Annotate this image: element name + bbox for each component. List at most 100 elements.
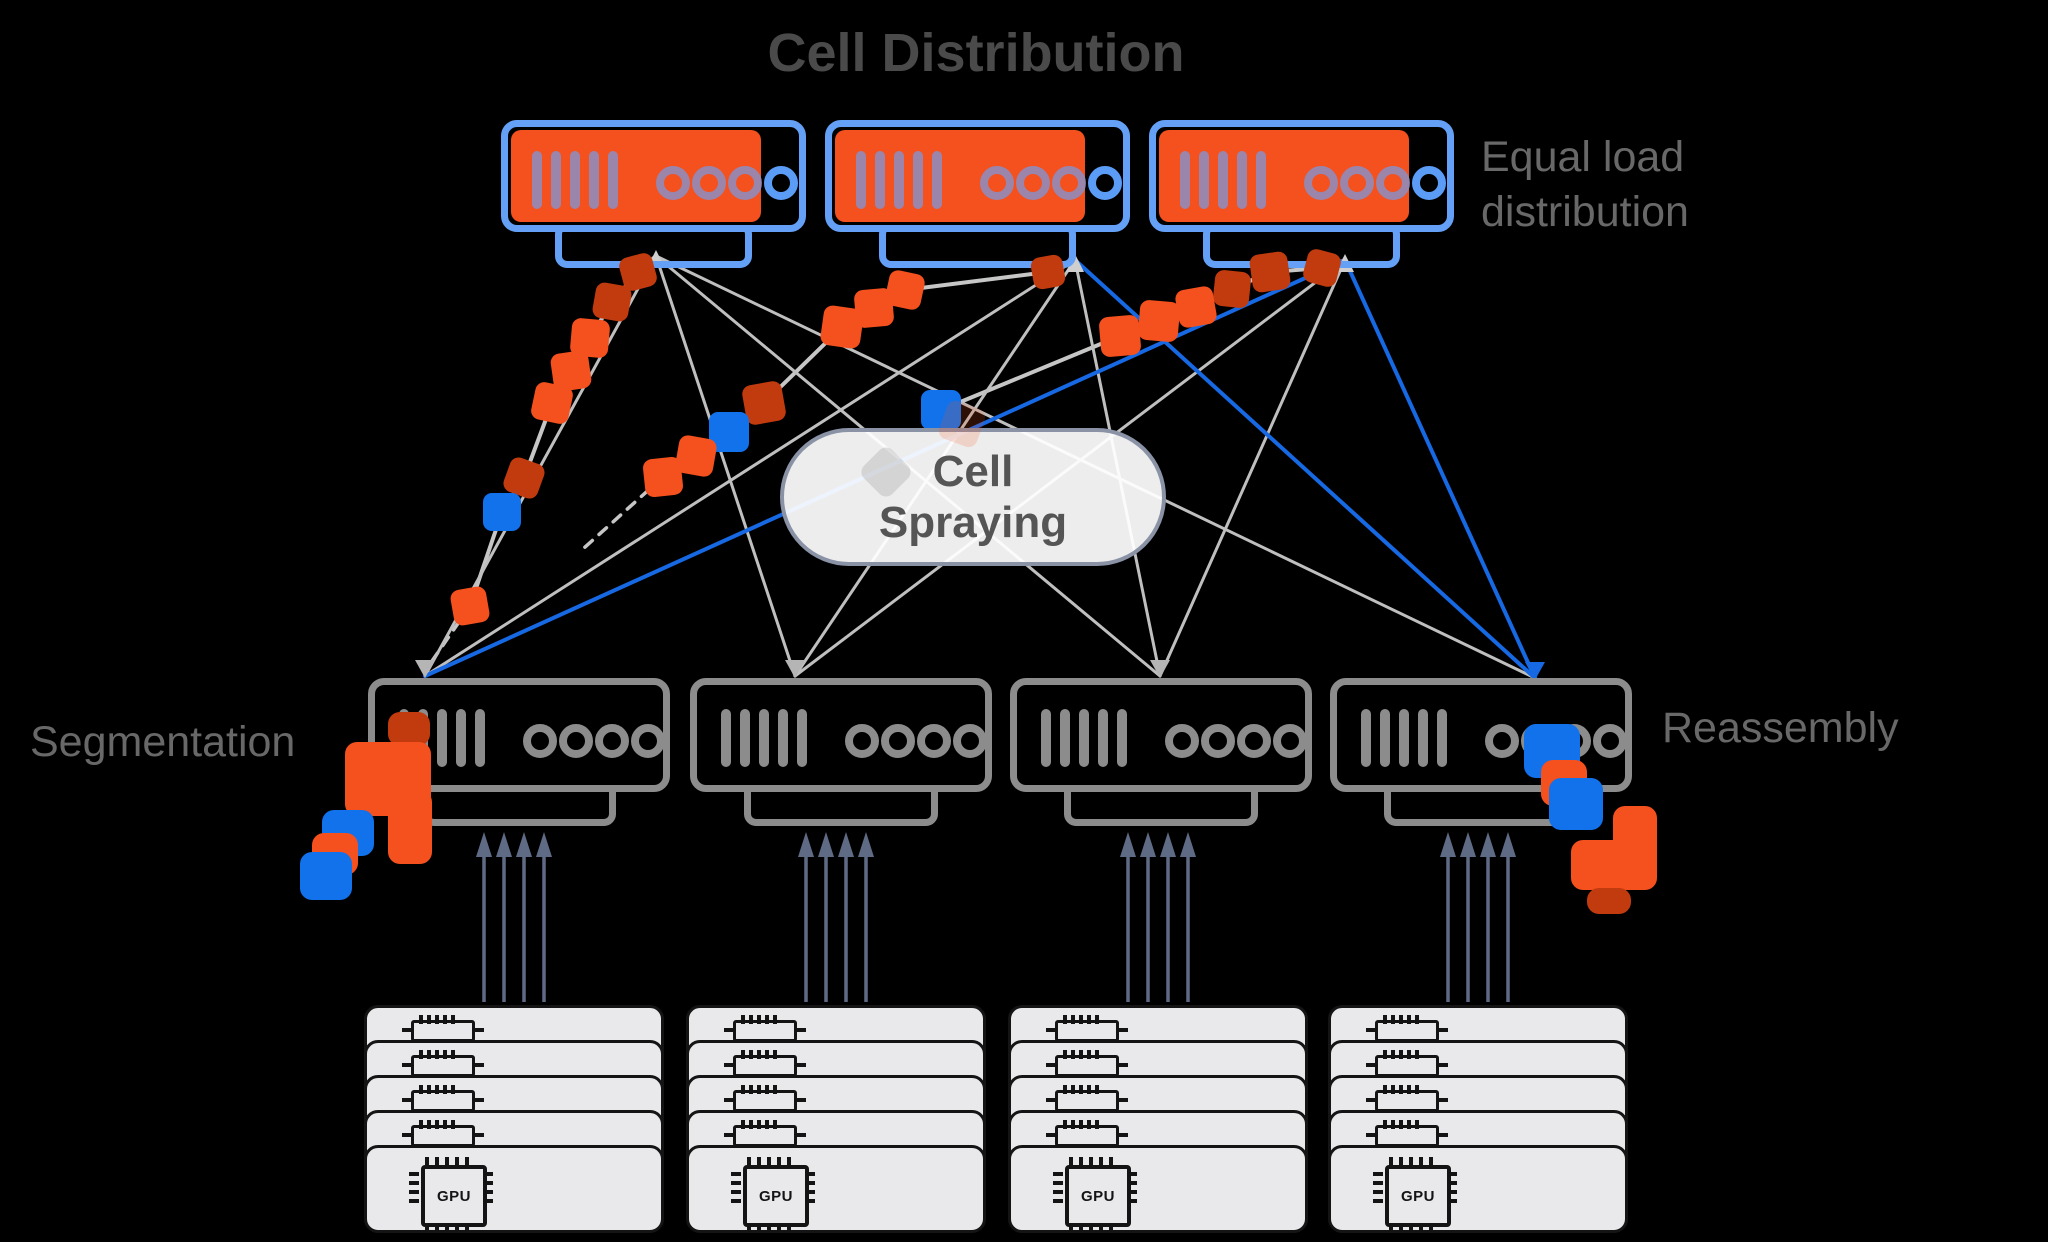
chip-body — [402, 1055, 484, 1077]
gpu-chip-pin — [455, 1223, 459, 1233]
gpu-chip-pin — [435, 1157, 439, 1167]
segmentation-cell-cluster-piece — [300, 852, 352, 900]
server-vent-slat — [1041, 709, 1051, 767]
chip-icon — [1366, 1116, 1448, 1147]
gpu-chip-pin — [1409, 1223, 1413, 1233]
chip-pin — [757, 1120, 761, 1129]
server-port-led — [1376, 166, 1410, 200]
gpu-chip-pins — [731, 1172, 741, 1208]
chip-pin — [757, 1050, 761, 1059]
server-port-led — [1016, 166, 1050, 200]
sprayed-cell-dark_orange — [1212, 269, 1252, 309]
gpu-chip-body: GPU — [1065, 1165, 1131, 1227]
gpu-server-card-front: GPU — [1328, 1145, 1628, 1233]
sprayed-cell-orange — [642, 456, 684, 498]
chip-pin — [443, 1050, 447, 1059]
gpu-chip-pin — [767, 1157, 771, 1167]
sprayed-cell-dark_orange — [591, 281, 633, 323]
chip-pin — [1415, 1050, 1419, 1059]
gpu-stack-4: GPU — [1328, 1005, 1628, 1237]
server-port-led — [845, 724, 879, 758]
chip-pin — [1087, 1015, 1091, 1024]
gpu-chip-pin — [1373, 1172, 1383, 1176]
gpu-chip-pin — [767, 1223, 771, 1233]
chip-pin — [765, 1015, 769, 1024]
chip-pin — [1063, 1015, 1067, 1024]
chip-pin — [1087, 1120, 1091, 1129]
gpu-chip-pin — [805, 1172, 815, 1176]
chip-pin — [1407, 1015, 1411, 1024]
server-vent-slat — [1218, 151, 1228, 209]
segmentation-label: Segmentation — [30, 718, 296, 766]
chip-pin — [1391, 1120, 1395, 1129]
server-port-led — [1165, 724, 1199, 758]
chip-pin — [757, 1085, 761, 1094]
gpu-chip-pins — [1389, 1220, 1439, 1233]
gpu-chip-pins — [1053, 1172, 1063, 1208]
chip-icon — [1366, 1011, 1448, 1042]
gpu-chip-pin — [409, 1199, 419, 1203]
gpu-chip-pin — [425, 1157, 429, 1167]
chip-pins — [1383, 1081, 1439, 1094]
server-vent-slat — [1079, 709, 1089, 767]
chip-pin — [1399, 1050, 1403, 1059]
gpu-chip-pin — [483, 1190, 493, 1194]
gpu-chip-pin — [805, 1181, 815, 1185]
chip-pins — [741, 1011, 797, 1024]
gpu-chip-pins — [1127, 1172, 1137, 1208]
gpu-chip-pin — [1069, 1157, 1073, 1167]
chip-body — [1366, 1090, 1448, 1112]
chip-pin — [1079, 1050, 1083, 1059]
gpu-chip-pins — [805, 1172, 815, 1208]
segmentation-cell-cluster-piece — [388, 712, 430, 746]
server-vent-slat — [456, 709, 466, 767]
gpu-stack-1: GPU — [364, 1005, 664, 1237]
gpu-chip-pin — [1409, 1157, 1413, 1167]
server-port-led — [980, 166, 1014, 200]
distribution-server-3 — [1149, 120, 1454, 232]
chip-icon — [402, 1081, 484, 1112]
segmentation-server-3 — [1010, 678, 1312, 792]
chip-pin — [1095, 1015, 1099, 1024]
gpu-chip-pin — [1419, 1157, 1423, 1167]
gpu-chip-pins — [425, 1220, 475, 1233]
server-port-led — [1485, 724, 1519, 758]
server-vent-slat — [778, 709, 788, 767]
server-vent-slat — [475, 709, 485, 767]
chip-pin — [1079, 1120, 1083, 1129]
gpu-chip-pin — [483, 1199, 493, 1203]
server-port-led — [1304, 166, 1338, 200]
server-port-led — [917, 724, 951, 758]
gpu-chip-pin — [777, 1157, 781, 1167]
chip-pin — [443, 1015, 447, 1024]
gpu-chip-pin — [787, 1223, 791, 1233]
chip-pins — [1383, 1046, 1439, 1059]
gpu-chip-pin — [1053, 1172, 1063, 1176]
gpu-chip-pin — [1429, 1223, 1433, 1233]
segmentation-cell-cluster-piece — [388, 790, 432, 864]
gpu-chip-pin — [757, 1157, 761, 1167]
chip-pin — [427, 1085, 431, 1094]
chip-pins — [1063, 1046, 1119, 1059]
gpu-chip-pins — [1069, 1220, 1119, 1233]
sprayed-cell-dark_orange — [1248, 250, 1292, 294]
gpu-chip-label: GPU — [1400, 1187, 1435, 1205]
chip-pin — [1415, 1015, 1419, 1024]
server-vent-slat — [1418, 709, 1428, 767]
gpu-chip-pin — [1373, 1181, 1383, 1185]
gpu-chip-pin — [1419, 1223, 1423, 1233]
sprayed-cell-orange — [1098, 314, 1142, 358]
chip-pins — [1063, 1011, 1119, 1024]
chip-body — [402, 1090, 484, 1112]
chip-pin — [749, 1015, 753, 1024]
chip-body — [402, 1020, 484, 1042]
gpu-chip-pin — [409, 1172, 419, 1176]
gpu-server-card-front: GPU — [364, 1145, 664, 1233]
chip-body — [1046, 1090, 1128, 1112]
server-vent-slat — [437, 709, 447, 767]
chip-pin — [1071, 1015, 1075, 1024]
gpu-chip-pin — [1447, 1172, 1457, 1176]
server-vent-slat — [913, 151, 923, 209]
chip-pin — [749, 1120, 753, 1129]
